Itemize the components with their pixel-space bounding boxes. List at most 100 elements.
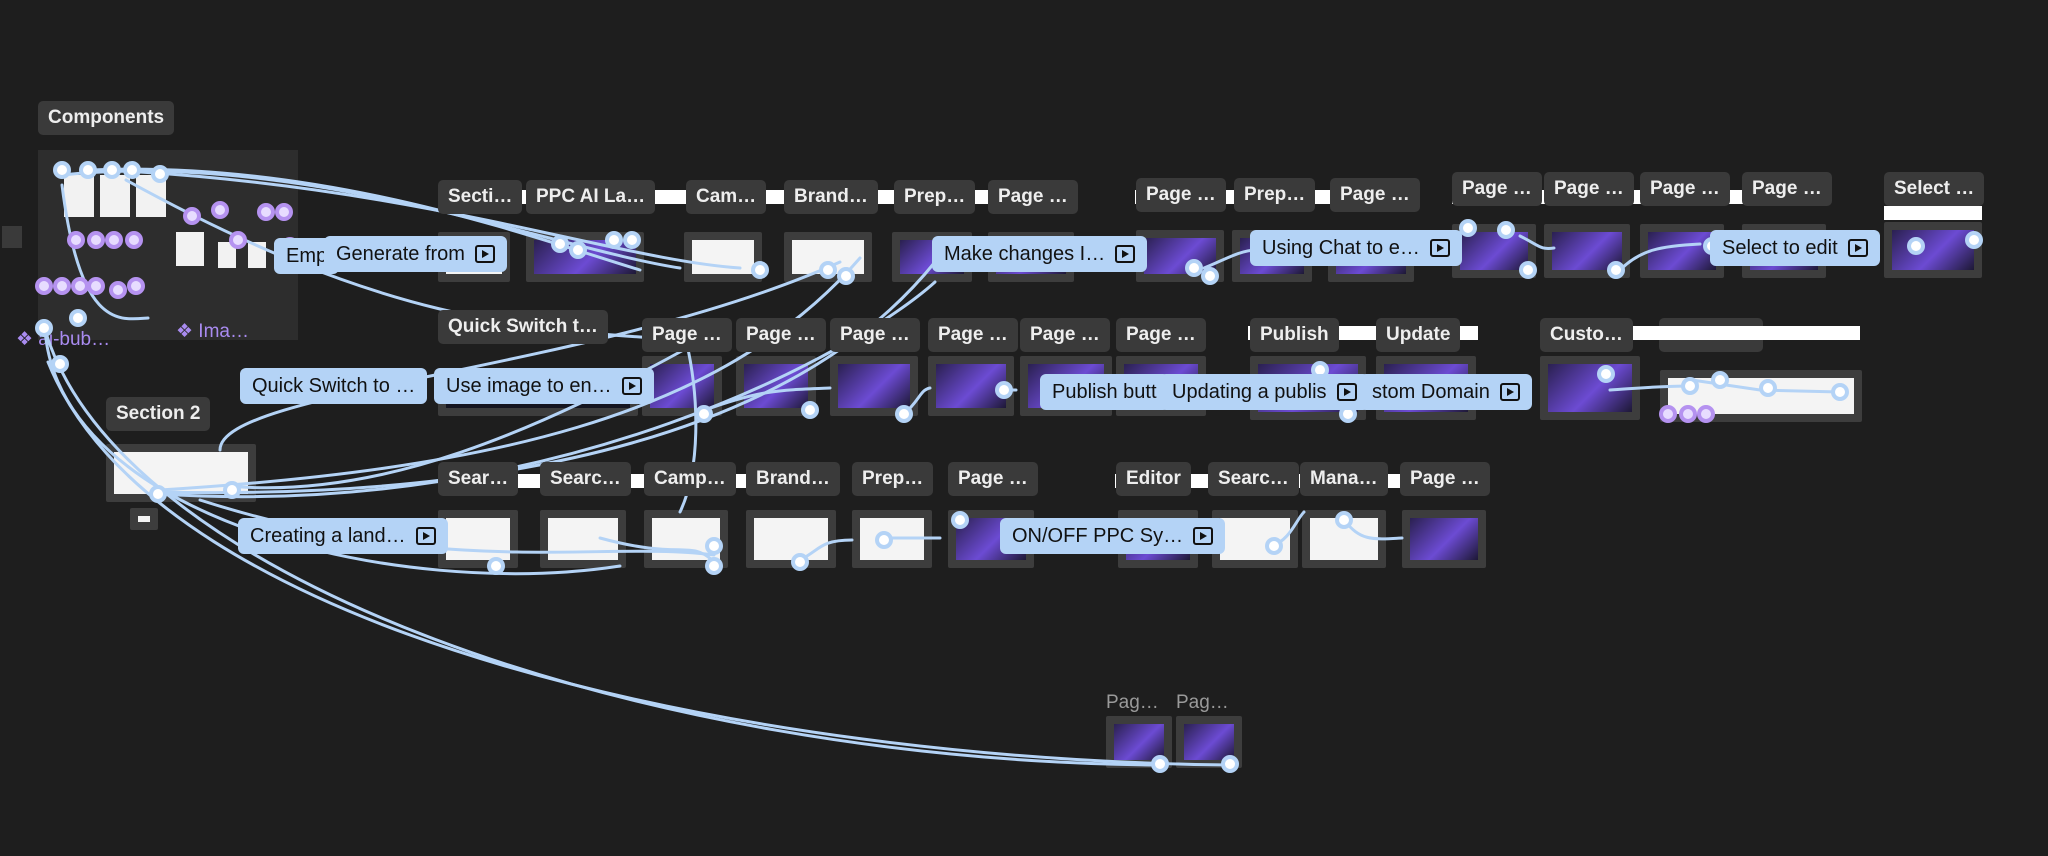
connection-handle — [151, 165, 169, 183]
frame-label[interactable]: Editor — [1116, 462, 1191, 496]
flow-start-quick-switch[interactable]: Quick Switch to … — [240, 368, 428, 404]
frame-label[interactable]: Prep… — [1234, 178, 1316, 212]
frame-label[interactable]: Page … — [1544, 172, 1634, 206]
play-prototype-icon[interactable] — [415, 527, 436, 545]
flow-start-make-changes[interactable]: Make changes I… — [932, 236, 1148, 272]
frame-row3[interactable] — [1402, 510, 1486, 568]
frame-label[interactable]: Page … — [1400, 462, 1490, 496]
play-prototype-icon[interactable] — [1115, 245, 1136, 263]
frame-label[interactable]: Pag… — [1106, 692, 1159, 713]
frame-label[interactable]: Page … — [1742, 172, 1832, 206]
component-instance-handle — [1697, 405, 1715, 423]
connection-handle — [791, 553, 809, 571]
connection-handle — [569, 241, 587, 259]
frame-preview — [650, 364, 714, 408]
frame-label[interactable]: Page … — [1452, 172, 1542, 206]
play-prototype-icon[interactable] — [1193, 527, 1214, 545]
connection-handle — [1221, 755, 1239, 773]
connection-line — [88, 167, 642, 272]
component-instance-handle — [125, 231, 143, 249]
frame-label[interactable]: Page … — [736, 318, 826, 352]
frame-label[interactable]: Page … — [988, 180, 1078, 214]
frame-label[interactable]: Brand… — [784, 180, 878, 214]
frame-row2[interactable] — [830, 356, 918, 416]
frame-label[interactable]: Page … — [928, 318, 1018, 352]
flow-start-select-to-edit[interactable]: Select to edit — [1710, 230, 1880, 266]
play-prototype-icon[interactable] — [474, 245, 495, 263]
connection-handle — [551, 235, 569, 253]
flow-start-updating-published[interactable]: Updating a publis — [1160, 374, 1369, 410]
section-2-small-frame[interactable] — [130, 508, 158, 530]
component-instance-handle — [35, 277, 53, 295]
frame-row1[interactable] — [684, 232, 762, 282]
component-instance-handle — [275, 203, 293, 221]
section-2-label[interactable]: Section 2 — [106, 397, 211, 431]
frame-label[interactable]: Brand… — [746, 462, 840, 496]
frame-label[interactable]: Quick Switch t… — [438, 310, 608, 344]
frame-label[interactable]: Select … — [1884, 172, 1985, 206]
frame-label[interactable]: Pag… — [1176, 692, 1229, 713]
connection-line — [158, 280, 937, 499]
frame-row4[interactable] — [1106, 716, 1172, 768]
component-card[interactable] — [64, 175, 94, 217]
components-section-label[interactable]: Components — [38, 101, 175, 135]
frame-label[interactable]: Cam… — [686, 180, 767, 214]
frame-label[interactable]: Camp… — [644, 462, 736, 496]
connection-handle — [79, 161, 97, 179]
frame-preview — [692, 240, 754, 274]
play-prototype-icon[interactable] — [1847, 239, 1868, 257]
flow-start-publish-button[interactable]: Publish butt — [1040, 374, 1169, 410]
connection-handle — [951, 511, 969, 529]
frame-label[interactable]: Page … — [1330, 178, 1420, 212]
connection-handle — [605, 231, 623, 249]
connection-handle — [1681, 377, 1699, 395]
play-prototype-icon[interactable] — [621, 377, 642, 395]
frame-label[interactable]: Page … — [830, 318, 920, 352]
component-instance-handle — [67, 231, 85, 249]
frame-label[interactable]: Secti… — [438, 180, 523, 214]
frame-label[interactable]: Custo… — [1540, 318, 1633, 352]
frame-label[interactable]: Page … — [642, 318, 732, 352]
frame-label[interactable]: Sear… — [438, 462, 519, 496]
connection-handle — [1459, 219, 1477, 237]
component-card[interactable] — [100, 175, 130, 217]
connection-handle — [149, 485, 167, 503]
connection-handle — [1201, 267, 1219, 285]
component-instance-handle — [105, 231, 123, 249]
frame-label[interactable]: Page … — [948, 462, 1038, 496]
frame-label[interactable]: Prep… — [852, 462, 934, 496]
flow-start-custom-domain[interactable]: stom Domain — [1360, 374, 1532, 410]
connection-line — [1608, 384, 1692, 392]
frame-label[interactable]: Update — [1376, 318, 1461, 352]
frame-label[interactable]: Publish — [1250, 318, 1339, 352]
flow-start-using-chat[interactable]: Using Chat to e… — [1250, 230, 1462, 266]
flow-start-use-image[interactable]: Use image to en… — [434, 368, 654, 404]
frame-label[interactable]: Searc… — [1208, 462, 1299, 496]
frame-label[interactable]: Page … — [1020, 318, 1110, 352]
frame-label[interactable]: Page … — [1136, 178, 1226, 212]
play-prototype-icon[interactable] — [1499, 383, 1520, 401]
frame-row3[interactable] — [746, 510, 836, 568]
frame-preview — [138, 516, 150, 522]
frame-label[interactable]: Page … — [1116, 318, 1206, 352]
component-card[interactable] — [176, 232, 204, 266]
frame-label[interactable]: Searc… — [540, 462, 631, 496]
flow-start-generate-from[interactable]: Generate from — [324, 236, 507, 272]
flow-start-creating-landing[interactable]: Creating a land… — [238, 518, 448, 554]
frame-label[interactable]: Mana… — [1300, 462, 1388, 496]
flow-start-onoff-ppc[interactable]: ON/OFF PPC Sy… — [1000, 518, 1226, 554]
flow-label: Quick Switch to … — [252, 375, 416, 397]
connection-handle — [1497, 221, 1515, 239]
connection-handle — [1265, 537, 1283, 555]
image-component-instance[interactable]: ❖ Ima… — [176, 321, 249, 342]
component-instance-handle — [53, 277, 71, 295]
frame-label[interactable]: PPC AI La… — [526, 180, 656, 214]
frame-header-bar — [1884, 206, 1982, 220]
frame-row1[interactable] — [1884, 222, 1982, 278]
play-prototype-icon[interactable] — [1336, 383, 1357, 401]
component-card[interactable] — [218, 242, 236, 268]
frame-label[interactable]: Page … — [1640, 172, 1730, 206]
frame-label[interactable]: Prep… — [894, 180, 976, 214]
play-prototype-icon[interactable] — [1429, 239, 1450, 257]
